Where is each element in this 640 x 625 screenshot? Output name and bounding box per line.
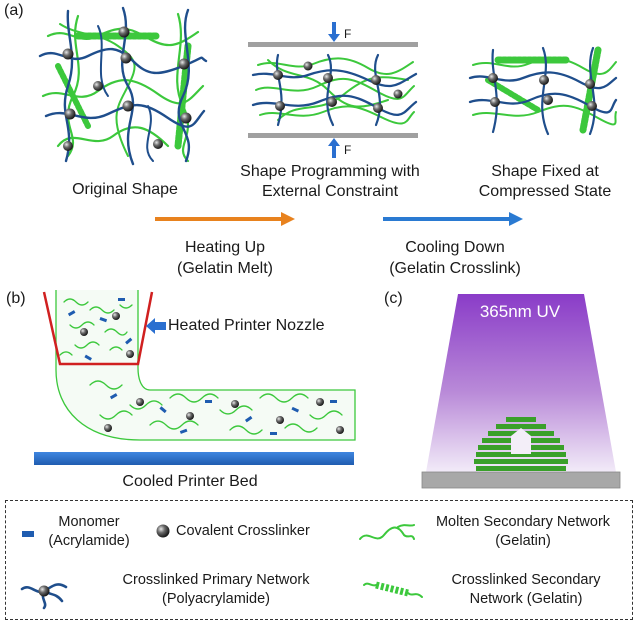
original-shape-label: Original Shape: [72, 181, 178, 198]
panel-c-tag: (c): [384, 290, 403, 307]
secondary-network-icon: [363, 581, 423, 598]
cooling-arrow-icon: [383, 212, 523, 226]
shape-fixed-label-line1: Shape Fixed at: [491, 163, 599, 180]
panel-b-tag: (b): [6, 290, 26, 307]
shape-programming-label-line2: External Constraint: [261, 183, 399, 200]
fixed-compressed-network-illustration: [468, 46, 618, 136]
force-arrow-bottom-icon: [328, 138, 340, 158]
printer-bed: [34, 452, 354, 465]
force-label-bottom: F: [344, 143, 352, 157]
force-arrow-top-icon: [328, 22, 340, 42]
primary-network-icon: [20, 583, 68, 610]
legend-secondary-line2: Network (Gelatin): [469, 591, 583, 607]
legend-primary-line1: Crosslinked Primary Network: [122, 572, 310, 588]
uv-wavelength-label: 365nm UV: [479, 302, 561, 321]
legend-secondary-line1: Crosslinked Secondary: [451, 572, 601, 588]
shape-programming-label-line1: Shape Programming with: [240, 163, 420, 180]
heated-nozzle-label: Heated Printer Nozzle: [168, 317, 325, 334]
bottom-plate: [248, 133, 418, 138]
legend-crosslinker: Covalent Crosslinker: [176, 523, 310, 539]
legend-molten-line2: (Gelatin): [495, 533, 551, 549]
heating-step-line2: (Gelatin Melt): [176, 260, 274, 277]
molten-network-icon: [359, 524, 415, 540]
compression-plates-illustration: [248, 22, 418, 158]
legend-monomer-line2: (Acrylamide): [48, 533, 130, 549]
printer-nozzle-illustration: [42, 290, 356, 441]
uv-light-beam: [426, 294, 616, 472]
printing-stage: [421, 471, 621, 489]
shape-fixed-label-line2: Compressed State: [478, 183, 612, 200]
force-label-top: F: [344, 27, 352, 41]
legend-molten-line1: Molten Secondary Network: [435, 514, 611, 530]
original-network-illustration: [38, 6, 208, 166]
heating-step-line1: Heating Up: [184, 239, 266, 256]
top-plate: [248, 42, 418, 47]
cooling-step-line2: (Gelatin Crosslink): [389, 260, 521, 277]
nozzle-pointer-arrow-icon: [146, 318, 166, 334]
legend-primary-line2: (Polyacrylamide): [162, 591, 270, 607]
panel-a-tag: (a): [4, 2, 24, 19]
crosslinker-icon: [156, 524, 170, 538]
legend-box: Monomer (Acrylamide) Covalent Crosslinke…: [5, 500, 633, 620]
cooling-step-line1: Cooling Down: [405, 239, 505, 256]
nozzle-outline: [42, 291, 154, 366]
monomer-icon: [22, 531, 34, 537]
uv-curing-illustration: [421, 294, 621, 489]
printed-part-hole: [511, 428, 531, 454]
heating-arrow-icon: [155, 212, 295, 226]
cooled-bed-label: Cooled Printer Bed: [122, 473, 258, 490]
legend-monomer-line1: Monomer: [58, 514, 120, 530]
